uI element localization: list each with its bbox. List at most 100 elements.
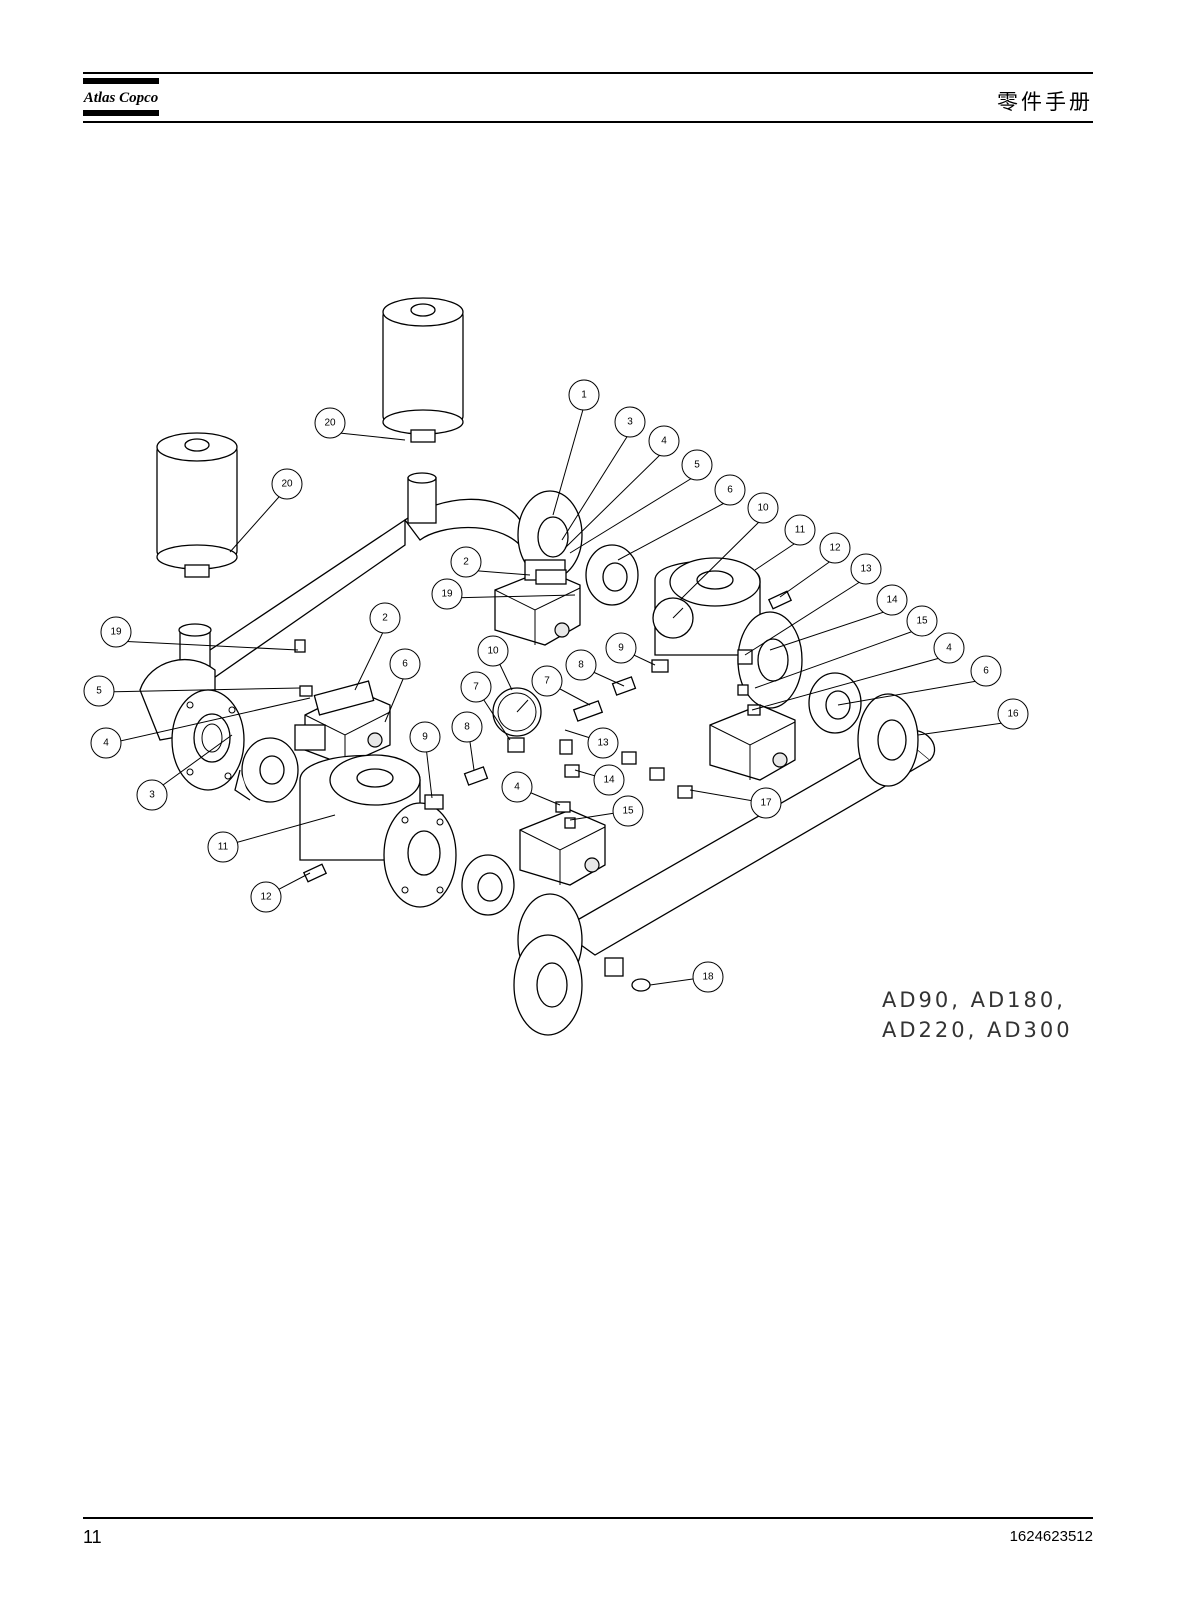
svg-text:5: 5 — [96, 686, 102, 697]
svg-text:6: 6 — [983, 666, 989, 677]
model-line-1: AD90, AD180, — [882, 988, 1066, 1012]
callout-10: 10 — [477, 635, 509, 667]
svg-text:7: 7 — [473, 682, 479, 693]
callout-2: 2 — [450, 546, 482, 578]
svg-text:2: 2 — [463, 557, 469, 568]
callout-15: 15 — [906, 605, 938, 637]
svg-text:6: 6 — [402, 659, 408, 670]
right-valve-assembly — [652, 557, 803, 709]
filter-cartridge-left — [156, 432, 238, 578]
callout-12: 12 — [819, 532, 851, 564]
svg-text:14: 14 — [886, 595, 898, 606]
svg-text:1: 1 — [581, 390, 587, 401]
upper-manifold-pipe — [139, 472, 521, 741]
svg-text:15: 15 — [916, 616, 928, 627]
page-number: 11 — [83, 1527, 102, 1547]
svg-text:18: 18 — [702, 972, 714, 983]
callout-20: 20 — [314, 407, 346, 439]
svg-text:4: 4 — [946, 643, 952, 654]
svg-text:10: 10 — [487, 646, 499, 657]
svg-text:3: 3 — [149, 790, 155, 801]
model-line-2: AD220, AD300 — [882, 1018, 1073, 1042]
document-number: 1624623512 — [1009, 1528, 1093, 1545]
svg-text:20: 20 — [281, 479, 293, 490]
callout-3: 3 — [614, 406, 646, 438]
svg-text:8: 8 — [464, 722, 470, 733]
svg-text:12: 12 — [829, 543, 841, 554]
svg-text:20: 20 — [324, 418, 336, 429]
left-valve-body — [299, 754, 457, 908]
svg-text:2: 2 — [382, 613, 388, 624]
callout-20: 20 — [271, 468, 303, 500]
svg-text:Atlas Copco: Atlas Copco — [83, 90, 158, 106]
callout-18: 18 — [692, 961, 724, 993]
callout-6: 6 — [970, 655, 1002, 687]
callout-11: 11 — [784, 514, 816, 546]
callout-15: 15 — [612, 795, 644, 827]
header-rule-top — [83, 72, 1093, 74]
callout-12: 12 — [250, 881, 282, 913]
svg-text:13: 13 — [860, 564, 872, 575]
document-title: 零件手册 — [997, 90, 1093, 114]
lower-manifold-pipe — [513, 693, 936, 1036]
callout-4: 4 — [933, 632, 965, 664]
filter-cartridge-right — [382, 297, 464, 443]
right-valve-block — [709, 672, 862, 781]
svg-text:15: 15 — [622, 806, 634, 817]
callout-17: 17 — [750, 787, 782, 819]
svg-text:4: 4 — [661, 436, 667, 447]
callout-14: 14 — [593, 764, 625, 796]
svg-text:14: 14 — [603, 775, 615, 786]
callout-6: 6 — [389, 648, 421, 680]
footer-rule — [83, 1517, 1093, 1519]
svg-text:17: 17 — [760, 798, 772, 809]
callout-13: 13 — [850, 553, 882, 585]
callout-4: 4 — [90, 727, 122, 759]
callout-6: 6 — [714, 474, 746, 506]
callout-1: 1 — [568, 379, 600, 411]
callout-7: 7 — [531, 665, 563, 697]
callout-9: 9 — [409, 721, 441, 753]
model-applicability-label: AD90, AD180, AD220, AD300 — [882, 985, 1073, 1045]
callout-3: 3 — [136, 779, 168, 811]
flange-left — [171, 689, 245, 791]
loose-fittings — [294, 569, 793, 883]
callout-4: 4 — [501, 771, 533, 803]
svg-text:10: 10 — [757, 503, 769, 514]
upper-centre-valve — [494, 490, 639, 646]
svg-text:9: 9 — [618, 643, 624, 654]
callout-11: 11 — [207, 831, 239, 863]
callout-13: 13 — [587, 727, 619, 759]
svg-text:19: 19 — [441, 589, 453, 600]
callout-16: 16 — [997, 698, 1029, 730]
svg-text:16: 16 — [1007, 709, 1019, 720]
callout-4: 4 — [648, 425, 680, 457]
svg-text:11: 11 — [795, 525, 806, 536]
callout-5: 5 — [681, 449, 713, 481]
svg-text:11: 11 — [218, 842, 229, 853]
svg-text:8: 8 — [578, 660, 584, 671]
svg-text:9: 9 — [422, 732, 428, 743]
svg-text:4: 4 — [514, 782, 520, 793]
svg-text:5: 5 — [694, 460, 700, 471]
lower-valve-block — [461, 809, 606, 916]
callout-5: 5 — [83, 675, 115, 707]
atlas-copco-logo: Atlas Copco — [83, 78, 159, 121]
callout-8: 8 — [451, 711, 483, 743]
callout-7: 7 — [460, 671, 492, 703]
callout-19: 19 — [100, 616, 132, 648]
svg-text:13: 13 — [597, 738, 609, 749]
callout-14: 14 — [876, 584, 908, 616]
svg-text:6: 6 — [727, 485, 733, 496]
svg-text:12: 12 — [260, 892, 272, 903]
callout-10: 10 — [747, 492, 779, 524]
callout-9: 9 — [605, 632, 637, 664]
svg-text:19: 19 — [110, 627, 122, 638]
callout-2: 2 — [369, 602, 401, 634]
svg-text:4: 4 — [103, 738, 109, 749]
svg-text:3: 3 — [627, 417, 633, 428]
callout-19: 19 — [431, 578, 463, 610]
callout-8: 8 — [565, 649, 597, 681]
header-rule-bottom — [83, 121, 1093, 123]
